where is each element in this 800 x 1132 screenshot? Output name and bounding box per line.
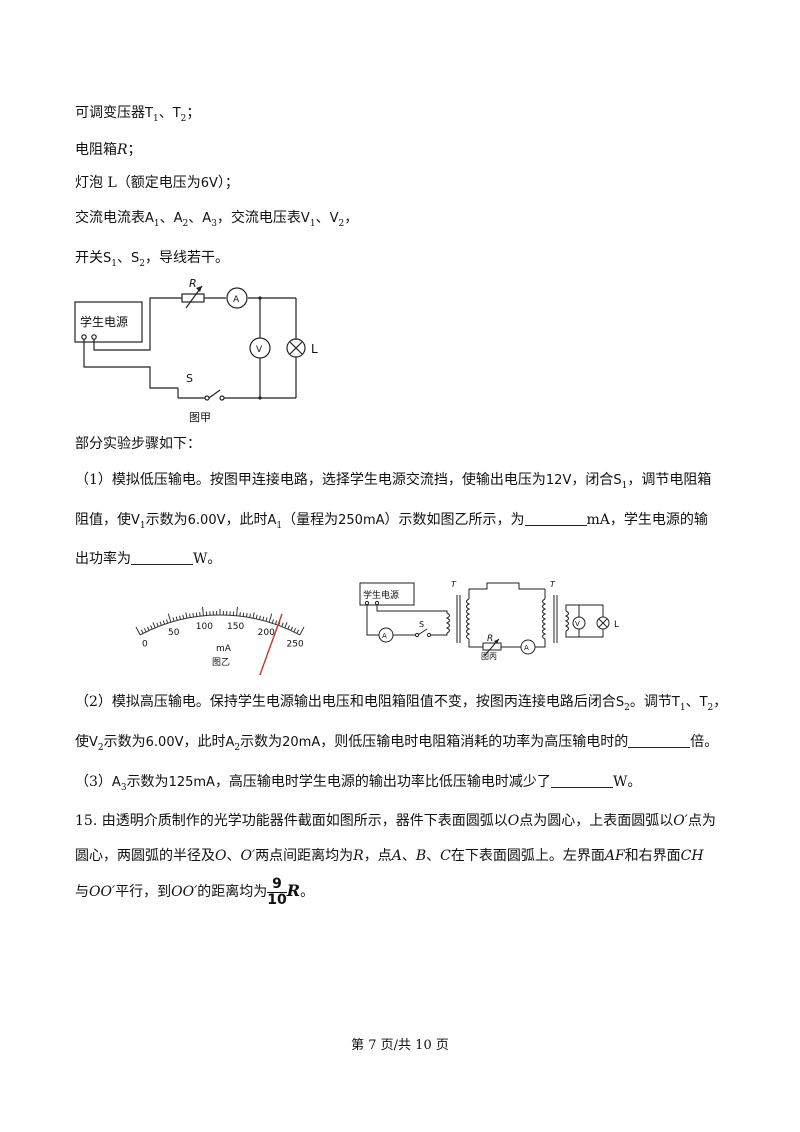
meter-tick [290,626,293,631]
fig-jia-a1-label: A [233,295,240,305]
fig-jia-r-label: R [189,278,197,290]
meter-tick [156,622,159,627]
fig-jia-source-label: 学生电源 [80,314,128,329]
fig-jia-v1-label: V [256,345,263,355]
answer-blank-ratio[interactable] [628,733,691,748]
meter-tick [150,625,153,630]
meter-tick [293,628,297,633]
fig-bing-t2-label: T [550,580,556,589]
meter-tick [202,606,204,616]
meter-tick [281,622,284,627]
equipment-switches: 开关S1、S2，导线若干。 [75,250,229,269]
meter-tick [147,626,150,631]
step2-line2: 使V2示数为6.00V，此时A2示数为20mA，则低压输电时电阻箱消耗的功率为高… [75,733,719,753]
fig-bing-source-label: 学生电源 [363,589,399,601]
fig-jia-l-label: L [311,342,318,356]
meter-tick [179,615,181,620]
equipment-bulb: 灯泡 L（额定电压为6V）； [75,175,239,191]
meter-tick [143,628,147,633]
meter-tick-label: 250 [287,640,304,650]
fig-bing-caption: 图丙 [481,652,497,660]
page-footer: 第 7 页/共 10 页 [351,1038,449,1053]
equipment-transformers: 可调变压器T1、T2； [75,105,201,124]
answer-blank-power-decrease[interactable] [550,773,613,788]
meter-tick [242,612,245,617]
meter-tick [299,626,305,636]
meter-tick [245,613,248,618]
meter-tick [162,620,166,625]
meter-unit: mA [216,644,232,654]
meter-tick [182,614,185,620]
fig-bing-s2-label: S [419,620,424,629]
meter-tick [259,615,261,620]
fig-bing-l-label: L [614,620,619,630]
meter-tick [189,613,191,618]
meter-tick [167,613,172,623]
meter-tick-label: 150 [227,622,244,632]
meter-tick-label: 0 [142,640,148,650]
meter-tick [284,622,288,629]
q15-line2: 圆心，两圆弧的半径及O、O′两点间距离均为R，点A、B、C在下表面圆弧上。左界面… [75,848,704,864]
fig-bing-a3-label: A [382,632,387,640]
meter-needle [259,613,283,675]
meter-tick-label: 200 [258,628,275,638]
meter-tick [175,616,178,621]
step1-line1: （1）模拟低压输电。按图甲连接电路，选择学生电源交流挡，使输出电压为12V，闭合… [75,472,712,491]
fig-bing-t1-label: T [451,580,457,589]
meter-figure-yi: 0 50 100 150 200 250 mA 图乙 [135,606,305,675]
steps-intro: 部分实验步骤如下： [75,436,201,452]
fig-bing-r-label: R [487,634,493,644]
meter-tick [165,619,169,624]
meter-tick [255,614,258,620]
fig-jia-s1-label: S [186,372,193,385]
meter-tick [185,612,188,619]
meter-tick [287,625,290,630]
meter-tick [265,617,268,622]
meter-tick [252,612,255,619]
fig-bing-a2-label: A [524,644,529,652]
meter-tick-label: 100 [196,622,213,632]
equipment-resistor-box: 电阻箱R； [75,142,142,158]
meter-tick [296,629,300,634]
meter-tick [135,626,141,636]
circuit-figure-jia: 学生电源 R A V L S 图甲 [74,278,318,424]
circuit-figure-bing: 学生电源 T T A S R A V L 图丙 [359,580,619,660]
q15-line1: 15. 由透明介质制作的光学功能器件截面如图所示，器件下表面圆弧以O点为圆心，上… [75,813,716,829]
step2-line1: （2）模拟高压输电。保持学生电源输出电压和电阻箱阻值不变，按图丙连接电路后闭合S… [75,694,728,713]
answer-blank-power[interactable] [131,550,193,565]
meter-tick [195,612,198,617]
meter-tick [159,621,162,626]
meter-tick [274,620,278,625]
meter-tick [268,613,273,623]
meter-tick [152,622,156,629]
meter-tick [236,606,238,616]
meter-tick [262,616,265,621]
equipment-meters: 交流电流表A1、A2、A3，交流电压表V1、V2， [75,210,359,229]
answer-blank-current[interactable] [524,511,587,526]
meter-caption: 图乙 [212,657,230,668]
meter-tick-label: 50 [168,628,180,638]
meter-tick [249,613,251,618]
fig-jia-caption: 图甲 [189,411,211,424]
meter-tick [172,617,175,622]
meter-tick [271,619,275,624]
fig-bing-v2-label: V [575,620,580,628]
meter-tick [140,629,144,634]
meter-tick [192,613,195,618]
